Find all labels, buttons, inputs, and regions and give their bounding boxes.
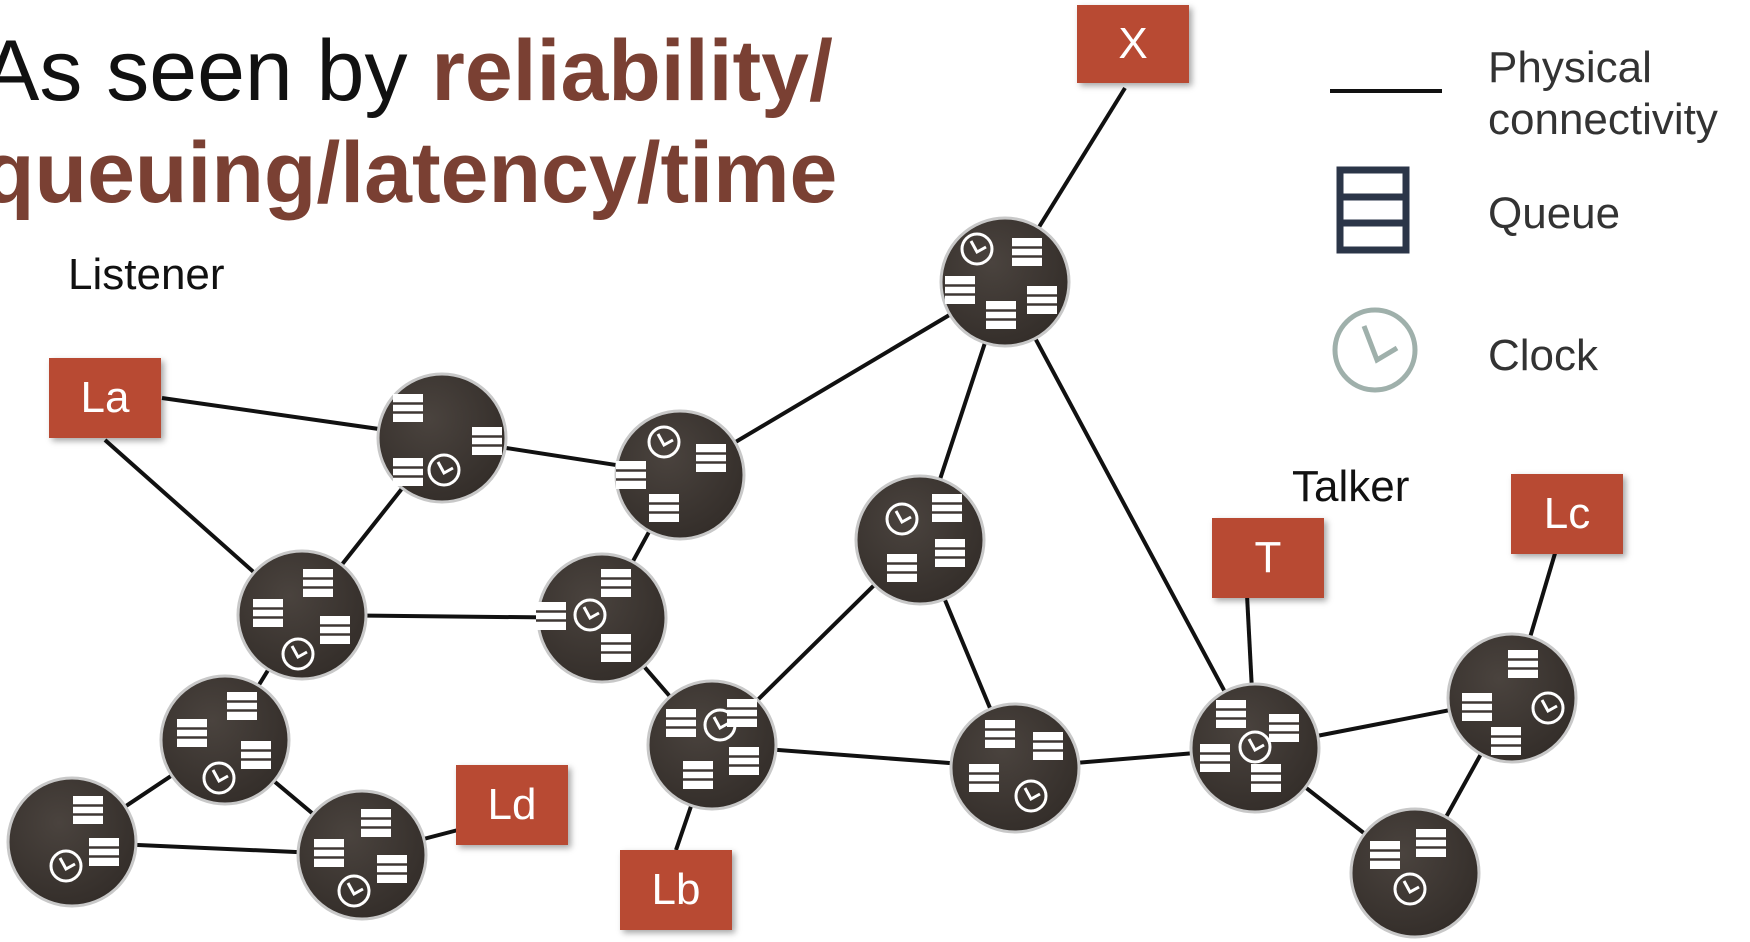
legend-queue-label: Queue — [1488, 189, 1621, 238]
switch-node — [614, 409, 746, 541]
slide-title: As seen by reliability/ queuing/latency/… — [0, 20, 837, 224]
switch-node — [159, 674, 291, 806]
switch-node — [1189, 682, 1321, 814]
legend-physical-line1: Physical — [1488, 43, 1652, 92]
title-highlight-2: queuing/latency/time — [0, 125, 838, 221]
title-highlight-1: reliability/ — [431, 23, 833, 119]
switch-node — [939, 216, 1071, 348]
station-ld: Ld — [456, 765, 568, 845]
legend-physical-label: Physical connectivity — [1488, 42, 1718, 146]
talker-label: Talker — [1292, 462, 1410, 511]
station-la: La — [49, 358, 161, 438]
legend-clock-label: Clock — [1488, 331, 1599, 380]
legend-physical-line — [1330, 89, 1442, 93]
clock-icon — [1332, 307, 1418, 393]
title-prefix: As seen by — [0, 23, 432, 119]
switch-node — [1446, 632, 1578, 764]
switch-node — [6, 776, 138, 908]
station-lc: Lc — [1511, 474, 1623, 554]
title-line-1: As seen by reliability/ — [0, 20, 837, 122]
station-x: X — [1077, 5, 1189, 83]
station-lb: Lb — [620, 850, 732, 930]
switch-node — [854, 474, 986, 606]
switch-node — [376, 372, 508, 504]
switch-node — [1349, 807, 1481, 939]
switch-node — [534, 552, 668, 684]
switch-node — [296, 789, 428, 921]
switch-node — [949, 702, 1081, 834]
switch-node — [646, 679, 778, 811]
legend-physical-line2: connectivity — [1488, 95, 1718, 144]
switch-node — [236, 549, 368, 681]
queue-icon — [1336, 166, 1410, 254]
listener-label: Listener — [68, 250, 225, 299]
station-t: T — [1212, 518, 1324, 598]
